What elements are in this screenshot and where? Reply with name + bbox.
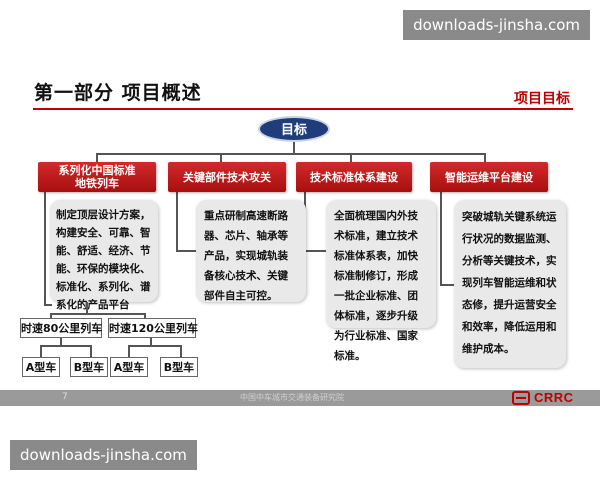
crrc-logo-text: CRRC [534,390,574,405]
variant-bar-120 [128,345,182,347]
category-1-label: 系列化中国标准 地铁列车 [58,164,136,190]
connector-2 [220,153,222,162]
train-connector-main [86,302,88,314]
category-4-label: 智能运维平台建设 [445,170,533,184]
category-2: 关键部件技术攻关 [168,162,286,192]
footer-bar [0,390,600,406]
category-2-description: 重点研制高速断路器、芯片、轴承等产品，实现城轨装备核心技术、关键部件自主可控。 [196,200,306,302]
cat1-side-line [44,192,46,304]
variant-120-a: A型车 [110,357,148,377]
connector-horizontal [96,153,486,155]
title-divider [33,108,573,110]
cat4-side-tick [440,284,454,286]
variant-120-a-line [128,345,130,357]
cat2-side-tick [176,250,196,252]
watermark-top: downloads-jinsha.com [403,10,590,40]
variant-bar-80 [40,345,92,347]
footer-text: 中国中车城市交通装备研究院 [240,393,344,402]
variant-120-b: B型车 [160,357,198,377]
variant-connector-80 [60,338,62,346]
cat2-side-line [176,192,178,250]
cat1-side-tick [44,304,52,306]
crrc-logo: CRRC [512,390,574,405]
train-connector-120 [144,313,146,319]
train-80: 时速80公里列车 [20,318,102,338]
crrc-logo-icon [512,390,530,405]
category-4-description: 突破城轨关键系统运行状况的数据监测、分析等关键技术，实现列车智能运维和状态修，提… [454,200,566,368]
watermark-bottom: downloads-jinsha.com [10,440,197,470]
train-120: 时速120公里列车 [108,318,198,338]
category-1-description: 制定顶层设计方案，构建安全、可靠、智能、舒适、经济、节能、环保的模块化、标准化、… [50,200,158,311]
variant-120-b-line [180,345,182,357]
variant-80-b-line [90,345,92,357]
category-3-label: 技术标准体系建设 [310,170,398,184]
connector-goal-down [293,142,295,154]
goal-node: 目标 [258,116,330,142]
section-tag: 项目目标 [514,91,570,107]
page-title: 第一部分 项目概述 [34,82,202,104]
variant-80-a-line [40,345,42,357]
train-connector-80 [50,313,52,319]
connector-1 [96,153,98,162]
page-number: 7 [62,392,68,402]
cat4-side-line [440,192,442,284]
category-1: 系列化中国标准 地铁列车 [38,162,156,192]
category-2-label: 关键部件技术攻关 [183,170,271,184]
connector-4 [484,153,486,162]
variant-80-b: B型车 [70,357,108,377]
cat3-side-tick [304,250,326,252]
category-3: 技术标准体系建设 [296,162,412,192]
variant-80-a: A型车 [22,357,60,377]
train-connector-horizontal [50,313,146,315]
connector-3 [350,153,352,162]
category-4: 智能运维平台建设 [430,162,548,192]
category-3-description: 全面梳理国内外技术标准，建立技术标准体系表，加快标准制修订，形成一批企业标准、团… [326,200,436,362]
variant-connector-120 [150,338,152,346]
